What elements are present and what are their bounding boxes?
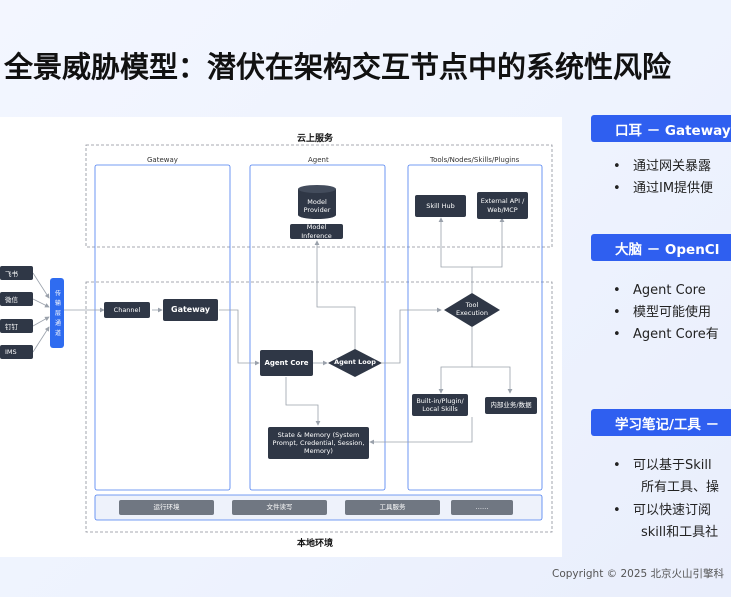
bullet-dot: • xyxy=(613,283,621,298)
agent-loop-label: Agent Loop xyxy=(334,358,376,367)
tools-column xyxy=(407,164,543,491)
gateway-section-label: Gateway xyxy=(147,156,178,164)
state-memory-node: State & Memory (System Prompt, Credentia… xyxy=(268,427,369,459)
cloud-region xyxy=(85,144,553,248)
tool-execution-label: Tool Execution xyxy=(456,301,488,317)
skill-hub-node: Skill Hub xyxy=(415,195,466,217)
im-feishu: 飞书 xyxy=(0,266,33,280)
more-items: …… xyxy=(451,500,513,515)
bullet-text: 可以快速订阅 xyxy=(633,503,712,518)
agent-core-node: Agent Core xyxy=(260,350,313,376)
panel-notes-bullet: • 可以基于Skill xyxy=(613,455,731,476)
external-api-node: External API / Web/MCP xyxy=(477,192,528,219)
bullet-text: 模型可能使用 xyxy=(633,305,712,320)
panel-notes-header: 学习笔记/工具 － xyxy=(591,409,731,436)
diagram-lines xyxy=(32,144,553,533)
bullet-text: Agent Core xyxy=(633,283,706,298)
local-label: 本地环境 xyxy=(297,539,334,549)
architecture-diagram: 云上服务 本地环境 Gateway Agent Tools/Nodes/Skil… xyxy=(0,117,562,557)
tools-section-label: Tools/Nodes/Skills/Plugins xyxy=(430,156,520,164)
panel-brain-header: 大脑 － OpenCl xyxy=(591,234,731,261)
im-dingtalk: 钉钉 xyxy=(0,319,33,333)
internal-data-node: 内部业务/数据 xyxy=(485,397,537,414)
builtin-skills-node: Built-in/Plugin/ Local Skills xyxy=(412,394,468,416)
bullet-dot: • xyxy=(613,181,621,196)
channel-node: Channel xyxy=(104,302,150,318)
bullet-text: 可以基于Skill xyxy=(633,458,712,473)
agent-column xyxy=(249,164,386,491)
bullet-dot: • xyxy=(613,305,621,320)
bullet-text: 通过网关暴露 xyxy=(633,159,712,174)
panel-brain-bullet: • Agent Core xyxy=(613,280,731,301)
panel-gateway-bullet: • 通过IM提供便 xyxy=(613,178,731,199)
tool-execution-diamond xyxy=(444,293,500,327)
bullet-dot: • xyxy=(613,458,621,473)
panel-brain-bullet: • 模型可能使用 xyxy=(613,302,731,323)
agent-section-label: Agent xyxy=(308,156,329,164)
model-provider-node: Model Provider xyxy=(303,197,331,214)
panel-gateway-bullet: • 通过网关暴露 xyxy=(613,156,731,177)
bullet-text: 通过IM提供便 xyxy=(633,181,714,196)
gateway-column xyxy=(94,164,231,491)
bullet-dot: • xyxy=(613,327,621,342)
panel-gateway-header: 口耳 － Gateway xyxy=(591,115,731,142)
panel-notes-bullet: • 可以快速订阅 xyxy=(613,500,731,521)
file-io: 文件读写 xyxy=(232,500,327,515)
im-weixin: 微信 xyxy=(0,292,33,306)
page-title: 全景威胁模型：潜伏在架构交互节点中的系统性风险 xyxy=(4,50,672,84)
gateway-node: Gateway xyxy=(163,299,218,321)
bullet-dot: • xyxy=(613,503,621,518)
transport-bar: 传 输 层 通 道 xyxy=(50,278,64,348)
copyright-text: Copyright © 2025 北京火山引擎科 xyxy=(552,568,725,580)
runtime-env: 运行环境 xyxy=(119,500,214,515)
tool-service: 工具服务 xyxy=(345,500,440,515)
bullet-continuation: skill和工具社 xyxy=(641,525,719,540)
bullet-text: Agent Core有 xyxy=(633,327,719,342)
bullet-dot: • xyxy=(613,159,621,174)
local-region xyxy=(85,281,553,533)
model-inference-node: Model Inference xyxy=(290,223,343,240)
bullet-continuation: 所有工具、操 xyxy=(641,480,720,495)
cloud-label: 云上服务 xyxy=(297,134,334,144)
panel-brain-bullet: • Agent Core有 xyxy=(613,324,731,345)
agent-loop-diamond xyxy=(328,349,382,377)
im-ims: IMS xyxy=(0,345,33,359)
